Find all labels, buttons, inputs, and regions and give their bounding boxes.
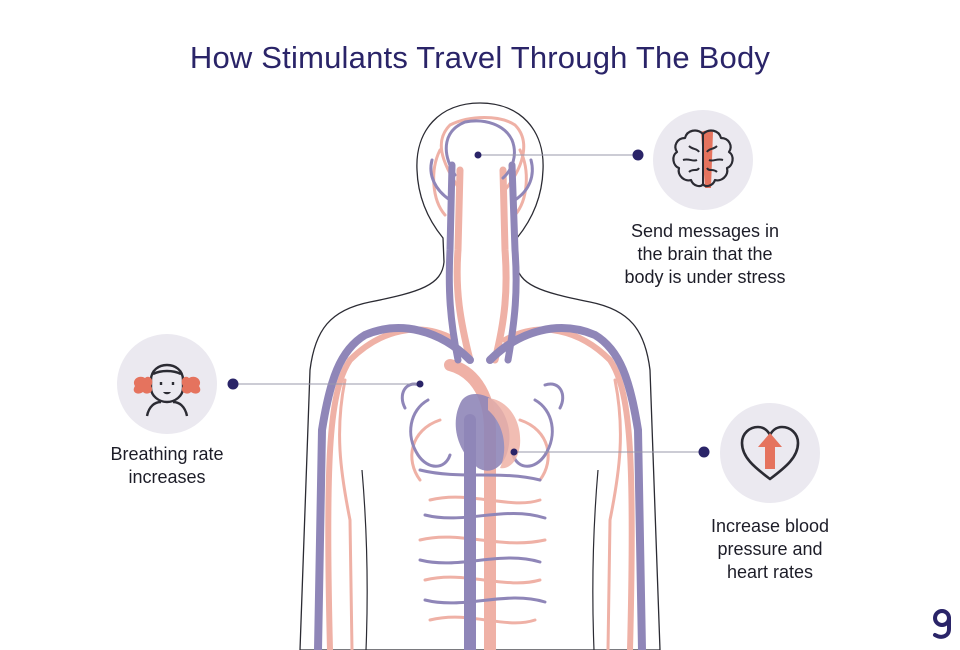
right-arm-line bbox=[592, 469, 599, 650]
brain-icon-circle bbox=[653, 110, 753, 210]
heart-marker-dot bbox=[510, 448, 518, 456]
page-title: How Stimulants Travel Through The Body bbox=[189, 40, 771, 75]
veins bbox=[314, 119, 646, 650]
brain-icon bbox=[672, 129, 734, 188]
lung-marker-dot bbox=[416, 380, 424, 388]
connectors bbox=[227, 149, 710, 458]
breathing-callout-label: Breathing rate increases bbox=[110, 444, 224, 487]
brain-callout-label: Send messages in the brain that the body… bbox=[624, 221, 786, 287]
left-arm-line bbox=[361, 469, 368, 650]
breathing-person-icon bbox=[133, 363, 201, 417]
heart-callout-label: Increase blood pressure and heart rates bbox=[710, 516, 830, 582]
heart-arrow-up-icon bbox=[740, 425, 800, 481]
g-logo-icon bbox=[933, 609, 951, 639]
breath-end-dot bbox=[227, 378, 239, 390]
heart-end-dot bbox=[698, 446, 710, 458]
brain-marker-dot bbox=[474, 151, 482, 159]
brain-end-dot bbox=[632, 149, 644, 161]
body-outline bbox=[299, 102, 661, 650]
heart-icon-circle bbox=[720, 403, 820, 503]
breathing-icon-circle bbox=[117, 334, 217, 434]
